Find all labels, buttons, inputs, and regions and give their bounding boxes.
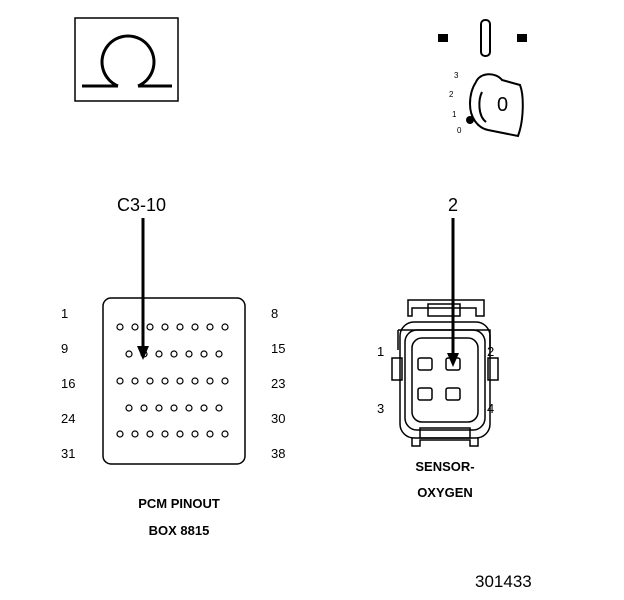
pcm-row-start-24: 24 <box>61 411 76 426</box>
pcm-pin <box>125 404 133 412</box>
ignition-position-3: 3 <box>454 71 459 80</box>
pcm-pin <box>140 350 148 358</box>
pcm-title-line2: BOX 8815 <box>148 523 210 538</box>
ignition-key-label: 0 <box>497 94 509 116</box>
pcm-pin <box>146 430 154 438</box>
pcm-pin <box>191 377 199 385</box>
pcm-row-end-30: 30 <box>271 411 286 426</box>
pcm-pin <box>116 377 124 385</box>
sensor-connector <box>391 299 499 447</box>
pcm-pin <box>131 377 139 385</box>
pcm-pin <box>206 323 214 331</box>
pcm-pin <box>170 404 178 412</box>
pcm-pin <box>221 430 229 438</box>
pcm-pin-grid <box>116 323 229 438</box>
figure-number: 301433 <box>475 572 532 591</box>
pcm-pin <box>170 350 178 358</box>
pcm-pin <box>116 323 124 331</box>
pcm-row-end-23: 23 <box>271 376 286 391</box>
sensor-pin-2: 2 <box>487 344 495 359</box>
pcm-pin <box>185 404 193 412</box>
pcm-pin <box>125 350 133 358</box>
pcm-pin <box>131 430 139 438</box>
pcm-row-end-38: 38 <box>271 446 286 461</box>
pcm-pin <box>161 323 169 331</box>
pcm-pin <box>215 350 223 358</box>
pcm-pin <box>161 430 169 438</box>
sensor-title-line2: OXYGEN <box>417 485 473 500</box>
pcm-pin <box>146 377 154 385</box>
pcm-pin <box>155 404 163 412</box>
pcm-pin <box>215 404 223 412</box>
pcm-pin <box>146 323 154 331</box>
pcm-pin <box>161 377 169 385</box>
pcm-pin <box>221 377 229 385</box>
pcm-pin <box>140 404 148 412</box>
pcm-pin <box>191 323 199 331</box>
sensor-pin-4: 4 <box>487 401 495 416</box>
sensor-probe-arrow <box>447 218 459 367</box>
pcm-pin <box>131 323 139 331</box>
pcm-pin <box>155 350 163 358</box>
sensor-title-line1: SENSOR- <box>415 459 475 474</box>
pcm-row-start-1: 1 <box>61 306 69 321</box>
pcm-row-start-31: 31 <box>61 446 76 461</box>
pcm-row-start-9: 9 <box>61 341 69 356</box>
pcm-probe-label: C3-10 <box>117 195 167 215</box>
pcm-row-end-8: 8 <box>271 306 279 321</box>
ignition-position-0: 0 <box>457 126 462 135</box>
pcm-pin <box>176 377 184 385</box>
pcm-pin <box>206 377 214 385</box>
pcm-pin <box>116 430 124 438</box>
pcm-pin <box>176 430 184 438</box>
pcm-pin <box>200 350 208 358</box>
pcm-pin <box>191 430 199 438</box>
pcm-connector <box>102 297 246 465</box>
pcm-pin <box>176 323 184 331</box>
pcm-pin <box>185 350 193 358</box>
ignition-key-icon <box>438 19 527 138</box>
sensor-pin-3: 3 <box>377 401 385 416</box>
ignition-position-2: 2 <box>449 90 454 99</box>
ohmmeter-symbol <box>74 17 179 102</box>
sensor-pin-1: 1 <box>377 344 385 359</box>
pcm-pin <box>200 404 208 412</box>
pcm-probe-arrow <box>137 218 149 360</box>
pcm-pin <box>206 430 214 438</box>
pcm-pin <box>221 323 229 331</box>
sensor-probe-label: 2 <box>448 195 459 215</box>
ignition-position-1: 1 <box>452 110 457 119</box>
pcm-row-end-15: 15 <box>271 341 286 356</box>
pcm-title-line1: PCM PINOUT <box>138 496 220 511</box>
pcm-row-start-16: 16 <box>61 376 76 391</box>
